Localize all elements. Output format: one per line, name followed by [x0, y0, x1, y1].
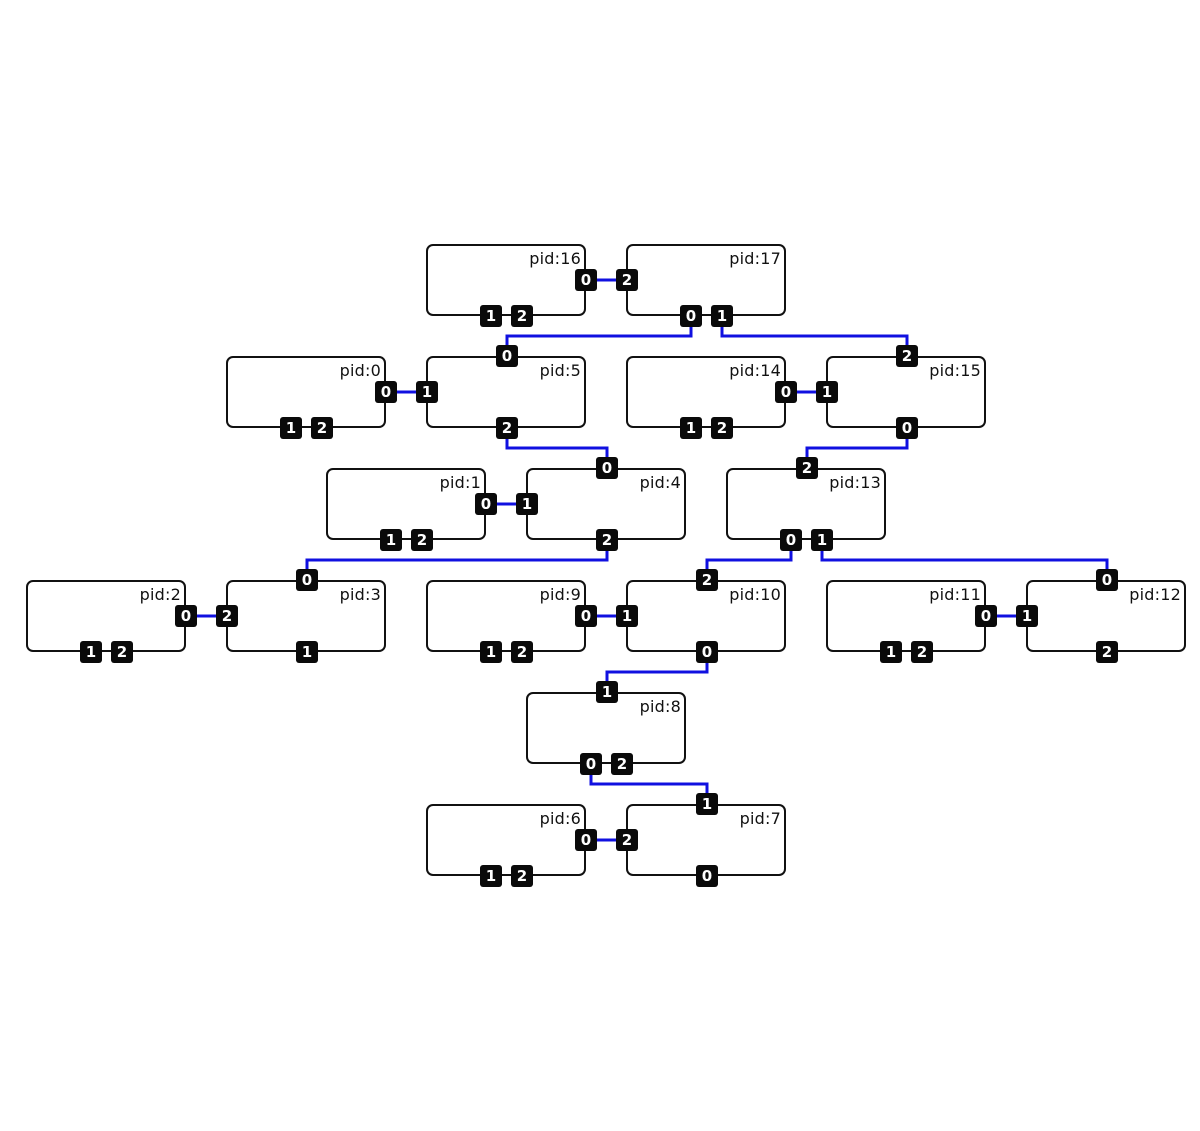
agent-node-11[interactable]: pid:11 [826, 580, 986, 652]
port-10-2[interactable]: 2 [696, 569, 718, 591]
port-5-0[interactable]: 0 [496, 345, 518, 367]
node-pid-label: pid:0 [339, 361, 381, 380]
agent-node-1[interactable]: pid:1 [326, 468, 486, 540]
port-10-0[interactable]: 0 [696, 641, 718, 663]
port-13-1[interactable]: 1 [811, 529, 833, 551]
port-1-1[interactable]: 1 [380, 529, 402, 551]
node-pid-label: pid:13 [829, 473, 881, 492]
port-13-0[interactable]: 0 [780, 529, 802, 551]
port-9-0[interactable]: 0 [575, 605, 597, 627]
port-14-0[interactable]: 0 [775, 381, 797, 403]
port-14-1[interactable]: 1 [680, 417, 702, 439]
port-3-1[interactable]: 1 [296, 641, 318, 663]
agent-node-9[interactable]: pid:9 [426, 580, 586, 652]
port-15-2[interactable]: 2 [896, 345, 918, 367]
agent-node-12[interactable]: pid:12 [1026, 580, 1186, 652]
port-12-0[interactable]: 0 [1096, 569, 1118, 591]
port-17-1[interactable]: 1 [711, 305, 733, 327]
port-4-1[interactable]: 1 [516, 493, 538, 515]
port-5-1[interactable]: 1 [416, 381, 438, 403]
node-pid-label: pid:4 [639, 473, 681, 492]
port-2-0[interactable]: 0 [175, 605, 197, 627]
port-3-2[interactable]: 2 [216, 605, 238, 627]
port-7-1[interactable]: 1 [696, 793, 718, 815]
agent-node-3[interactable]: pid:3 [226, 580, 386, 652]
port-0-1[interactable]: 1 [280, 417, 302, 439]
agent-node-17[interactable]: pid:17 [626, 244, 786, 316]
connection-wire-n10-0-to-n8-1 [605, 652, 709, 692]
port-7-2[interactable]: 2 [616, 829, 638, 851]
connection-wire-n17-0-to-n5-0 [505, 316, 693, 356]
node-pid-label: pid:5 [539, 361, 581, 380]
agent-node-0[interactable]: pid:0 [226, 356, 386, 428]
node-pid-label: pid:1 [439, 473, 481, 492]
port-9-1[interactable]: 1 [480, 641, 502, 663]
port-4-0[interactable]: 0 [596, 457, 618, 479]
port-1-2[interactable]: 2 [411, 529, 433, 551]
port-11-0[interactable]: 0 [975, 605, 997, 627]
port-4-2[interactable]: 2 [596, 529, 618, 551]
connection-wire-n15-0-to-n13-2 [805, 428, 909, 468]
port-15-0[interactable]: 0 [896, 417, 918, 439]
agent-node-8[interactable]: pid:8 [526, 692, 686, 764]
port-11-1[interactable]: 1 [880, 641, 902, 663]
port-16-0[interactable]: 0 [575, 269, 597, 291]
port-17-2[interactable]: 2 [616, 269, 638, 291]
port-11-2[interactable]: 2 [911, 641, 933, 663]
node-pid-label: pid:12 [1129, 585, 1181, 604]
node-pid-label: pid:8 [639, 697, 681, 716]
port-0-0[interactable]: 0 [375, 381, 397, 403]
port-16-1[interactable]: 1 [480, 305, 502, 327]
agent-node-13[interactable]: pid:13 [726, 468, 886, 540]
port-14-2[interactable]: 2 [711, 417, 733, 439]
node-pid-label: pid:16 [529, 249, 581, 268]
node-pid-label: pid:6 [539, 809, 581, 828]
agent-node-6[interactable]: pid:6 [426, 804, 586, 876]
node-pid-label: pid:17 [729, 249, 781, 268]
node-pid-label: pid:3 [339, 585, 381, 604]
node-pid-label: pid:15 [929, 361, 981, 380]
agent-node-2[interactable]: pid:2 [26, 580, 186, 652]
connection-wire-n4-2-to-n3-0 [305, 540, 609, 580]
port-8-2[interactable]: 2 [611, 753, 633, 775]
port-6-1[interactable]: 1 [480, 865, 502, 887]
port-12-1[interactable]: 1 [1016, 605, 1038, 627]
port-8-1[interactable]: 1 [596, 681, 618, 703]
node-pid-label: pid:14 [729, 361, 781, 380]
connection-wire-n13-1-to-n12-0 [820, 540, 1109, 580]
port-12-2[interactable]: 2 [1096, 641, 1118, 663]
port-5-2[interactable]: 2 [496, 417, 518, 439]
port-16-2[interactable]: 2 [511, 305, 533, 327]
agent-node-14[interactable]: pid:14 [626, 356, 786, 428]
port-2-1[interactable]: 1 [80, 641, 102, 663]
port-3-0[interactable]: 0 [296, 569, 318, 591]
port-6-0[interactable]: 0 [575, 829, 597, 851]
connection-wire-n13-0-to-n10-2 [705, 540, 793, 580]
agent-node-16[interactable]: pid:16 [426, 244, 586, 316]
port-1-0[interactable]: 0 [475, 493, 497, 515]
port-8-0[interactable]: 0 [580, 753, 602, 775]
port-0-2[interactable]: 2 [311, 417, 333, 439]
port-15-1[interactable]: 1 [816, 381, 838, 403]
port-13-2[interactable]: 2 [796, 457, 818, 479]
port-7-0[interactable]: 0 [696, 865, 718, 887]
connection-wire-n17-1-to-n15-2 [720, 316, 909, 356]
connection-wire-n8-0-to-n7-1 [589, 764, 709, 804]
node-pid-label: pid:10 [729, 585, 781, 604]
port-6-2[interactable]: 2 [511, 865, 533, 887]
port-17-0[interactable]: 0 [680, 305, 702, 327]
connection-wire-n5-2-to-n4-0 [505, 428, 609, 468]
node-pid-label: pid:11 [929, 585, 981, 604]
node-pid-label: pid:2 [139, 585, 181, 604]
port-10-1[interactable]: 1 [616, 605, 638, 627]
port-2-2[interactable]: 2 [111, 641, 133, 663]
node-pid-label: pid:7 [739, 809, 781, 828]
port-9-2[interactable]: 2 [511, 641, 533, 663]
node-pid-label: pid:9 [539, 585, 581, 604]
